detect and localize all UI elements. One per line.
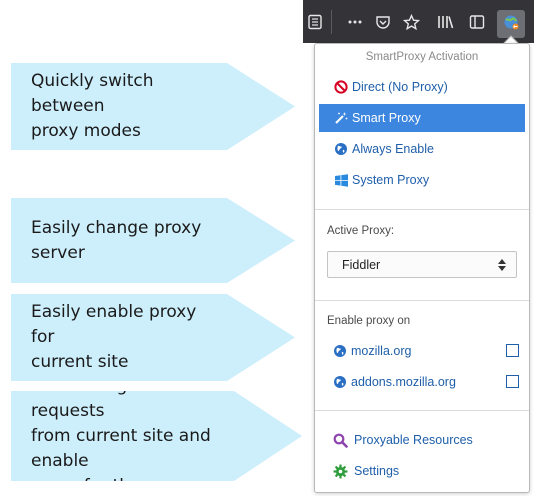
smartproxy-popup-panel: SmartProxy Activation Direct (No Proxy) …: [314, 43, 530, 493]
reader-view-icon[interactable]: [305, 12, 325, 32]
sidebar-icon[interactable]: [467, 12, 487, 32]
globe-icon: [334, 142, 348, 156]
divider: [315, 410, 529, 411]
callout-text: Easily change proxy server: [31, 217, 202, 263]
callout-text: Easily enable proxy for current site: [31, 302, 197, 372]
site-checkbox[interactable]: [506, 344, 519, 357]
callout-text: See the log of all requests from current…: [31, 375, 211, 496]
mode-direct-label: Direct (No Proxy): [352, 80, 448, 94]
smartproxy-toolbar-button[interactable]: [497, 10, 525, 38]
callout-change-server: Easily change proxy server: [11, 198, 295, 283]
no-entry-icon: [334, 80, 348, 94]
search-icon: [333, 433, 348, 448]
magic-wand-icon: [334, 111, 348, 125]
active-proxy-value: Fiddler: [342, 257, 381, 272]
star-icon[interactable]: [401, 12, 421, 32]
site-checkbox[interactable]: [506, 375, 519, 388]
gear-icon: [333, 464, 348, 479]
enable-proxy-on-label: Enable proxy on: [327, 315, 411, 327]
more-icon[interactable]: [345, 12, 365, 32]
toolbar-separator: [331, 10, 332, 34]
mode-smart-proxy-label: Smart Proxy: [352, 111, 421, 125]
select-arrows-icon: [498, 258, 506, 272]
divider: [315, 300, 529, 301]
site-row-mozilla[interactable]: mozilla.org: [333, 341, 519, 361]
mode-system-proxy[interactable]: System Proxy: [319, 166, 525, 194]
active-proxy-select[interactable]: Fiddler: [327, 251, 517, 278]
mode-always-enable[interactable]: Always Enable: [319, 135, 525, 163]
mode-system-proxy-label: System Proxy: [352, 173, 430, 187]
windows-icon: [334, 173, 348, 187]
settings-label: Settings: [354, 464, 400, 478]
proxyable-resources-label: Proxyable Resources: [354, 433, 473, 447]
callout-text: Quickly switch between proxy modes: [31, 71, 154, 141]
callout-switch-modes: Quickly switch between proxy modes: [11, 63, 295, 150]
divider: [315, 209, 529, 210]
globe-icon: [333, 344, 347, 358]
browser-toolbar: [303, 0, 534, 43]
pocket-icon[interactable]: [373, 12, 393, 32]
mode-smart-proxy[interactable]: Smart Proxy: [319, 104, 525, 132]
callout-enable-site: Easily enable proxy for current site: [11, 294, 295, 381]
panel-title: SmartProxy Activation: [365, 51, 479, 63]
site-row-addons-mozilla[interactable]: addons.mozilla.org: [333, 372, 519, 392]
smartproxy-icon: [502, 13, 520, 36]
active-proxy-label: Active Proxy:: [327, 225, 395, 237]
mode-always-enable-label: Always Enable: [352, 142, 434, 156]
proxyable-resources-button[interactable]: Proxyable Resources: [333, 430, 473, 450]
site-label: mozilla.org: [351, 344, 412, 358]
globe-icon: [333, 375, 347, 389]
library-icon[interactable]: [435, 12, 455, 32]
mode-direct[interactable]: Direct (No Proxy): [319, 73, 525, 101]
callout-request-log: See the log of all requests from current…: [11, 391, 302, 481]
settings-button[interactable]: Settings: [333, 461, 399, 481]
site-label: addons.mozilla.org: [351, 375, 456, 389]
